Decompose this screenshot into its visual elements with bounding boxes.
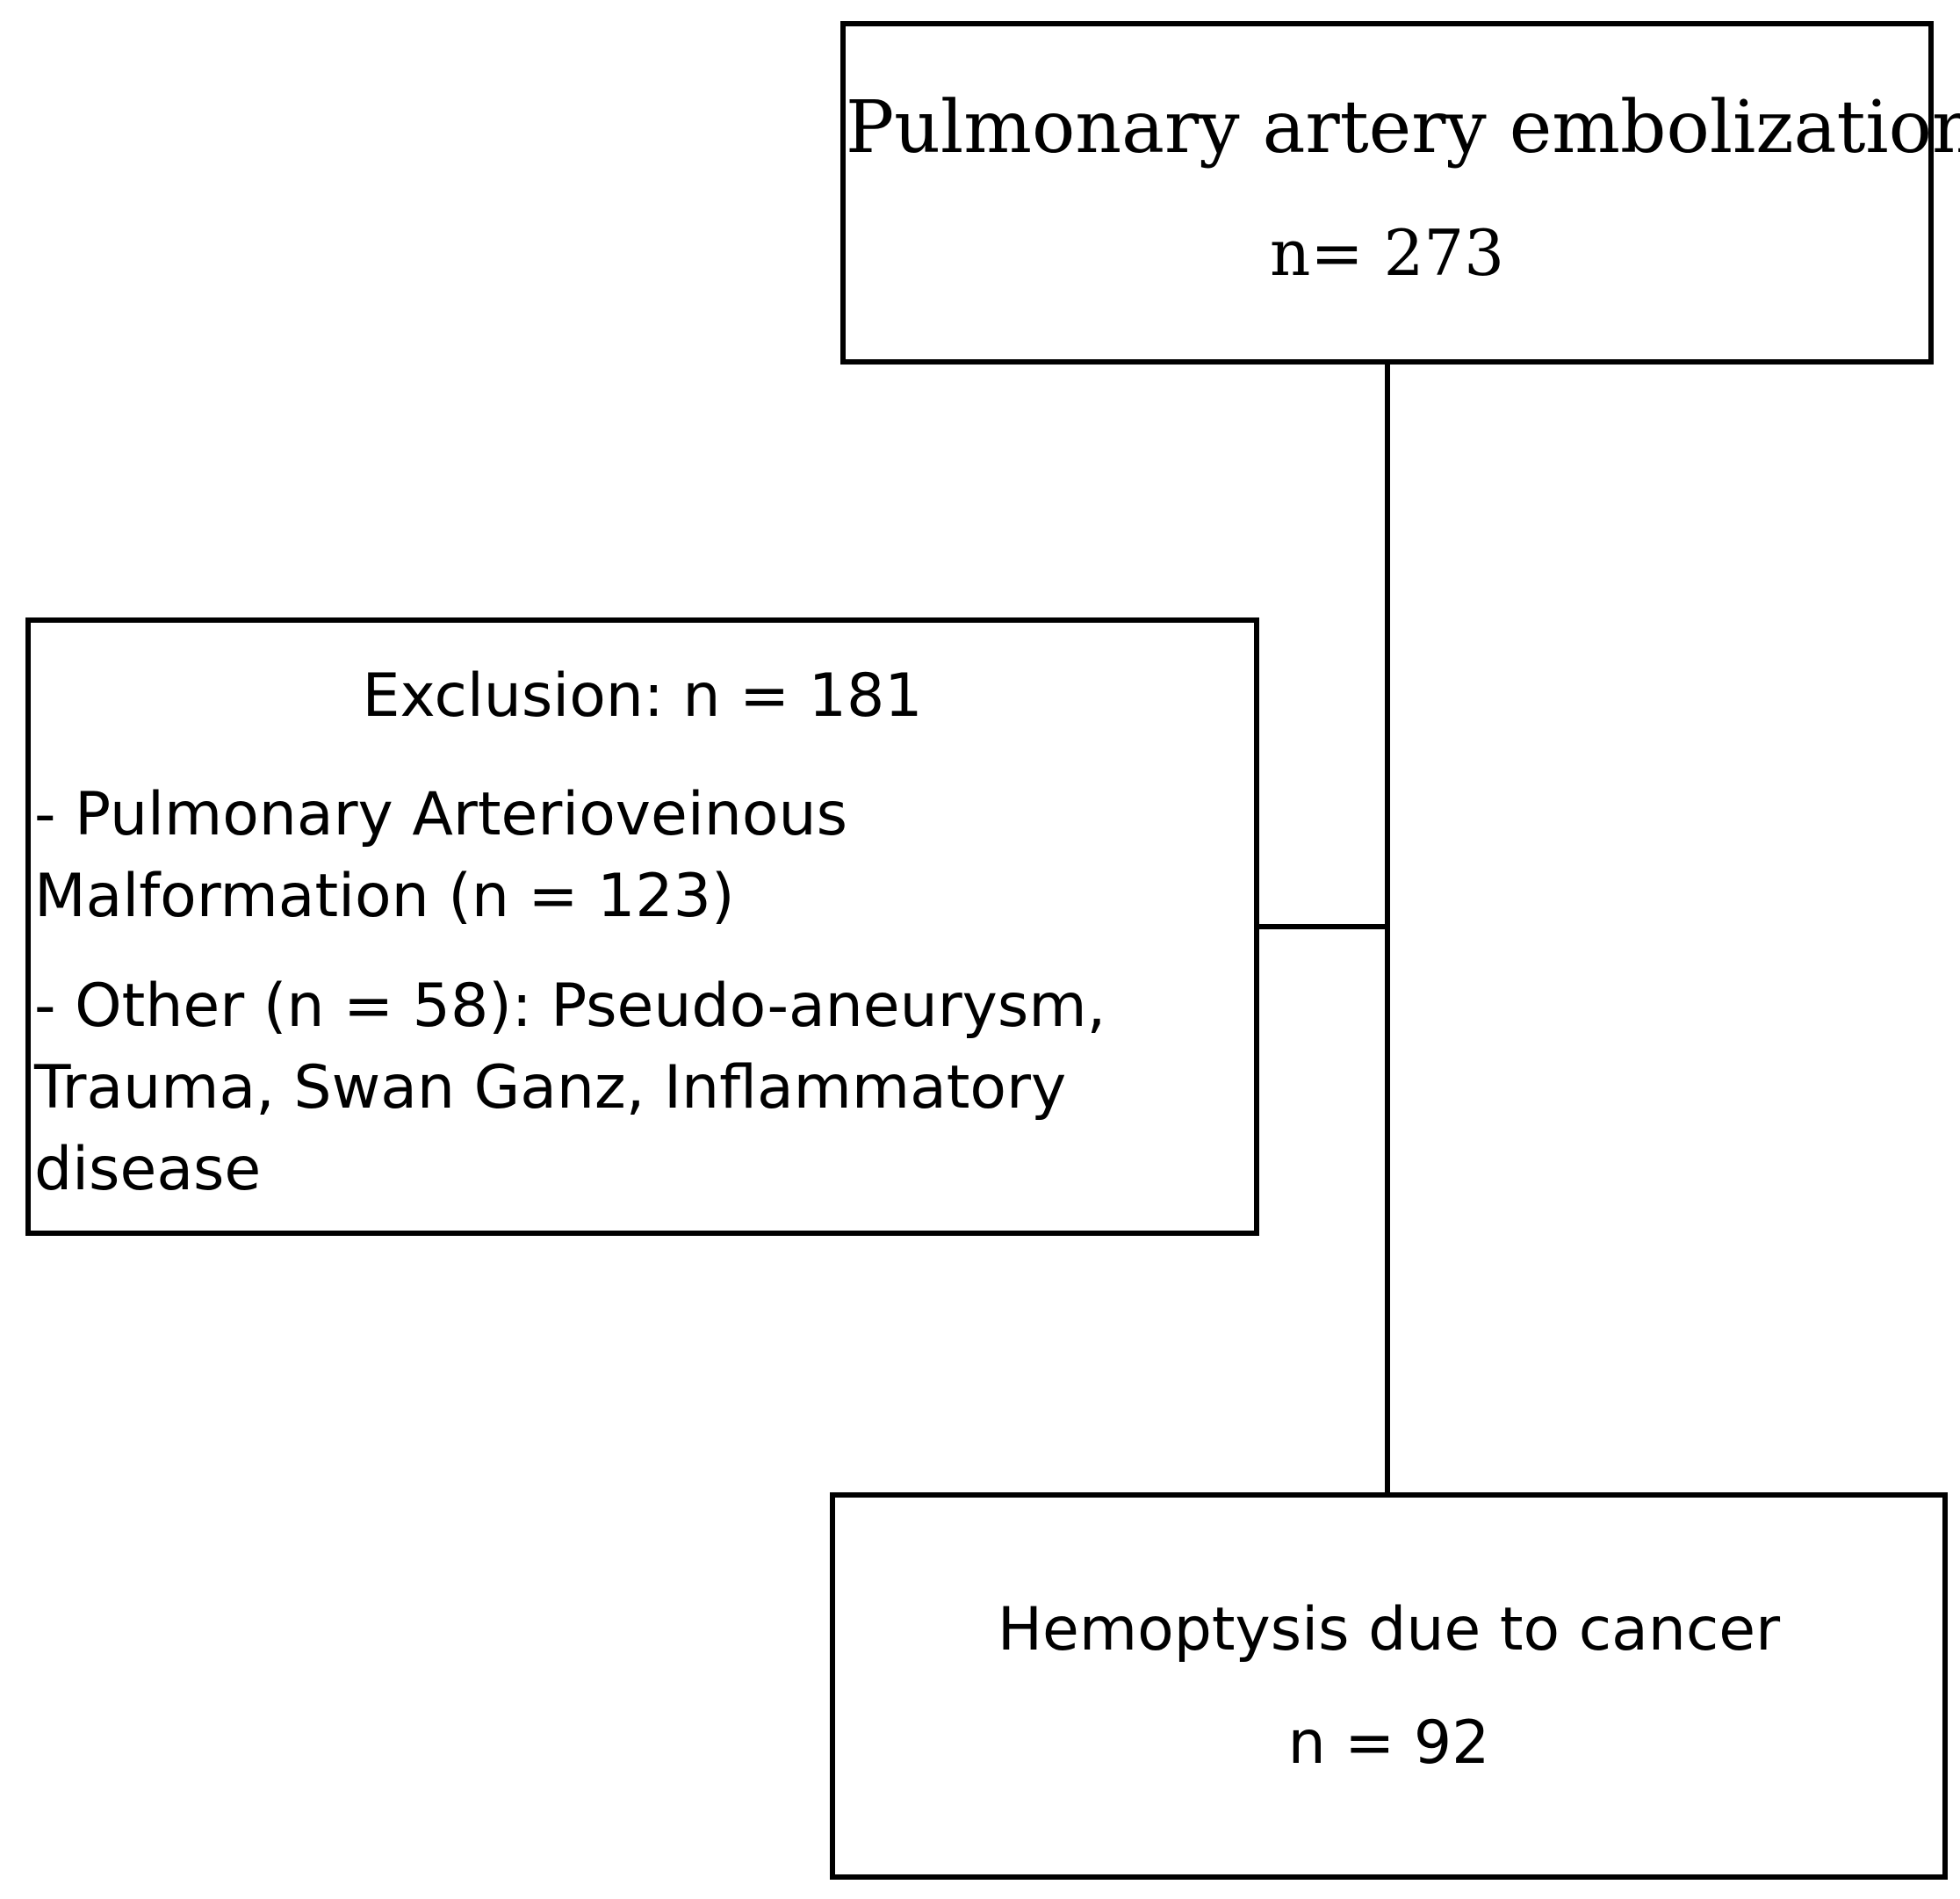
box-hemoptysis-due-to-cancer: Hemoptysis due to cancer n = 92: [830, 1492, 1948, 1880]
exclusion-item: - Pulmonary Arterioveinous Malformation …: [34, 780, 848, 931]
box-title: Hemoptysis due to cancer: [997, 1595, 1781, 1664]
box-pulmonary-artery-embolization: Pulmonary artery embolization n= 273: [840, 21, 1960, 365]
box-exclusion: Exclusion: n = 181 - Pulmonary Arteriove…: [25, 617, 1259, 1236]
connector-exclusion: [1257, 924, 1390, 929]
exclusion-item: - Other (n = 58): Pseudo-aneurysm, Traum…: [34, 971, 1106, 1204]
exclusion-heading: Exclusion: n = 181: [362, 661, 923, 731]
box-count: n = 92: [1287, 1708, 1490, 1778]
box-title: Pulmonary artery embolization: [846, 86, 1960, 170]
box-count: n= 273: [1269, 216, 1504, 290]
